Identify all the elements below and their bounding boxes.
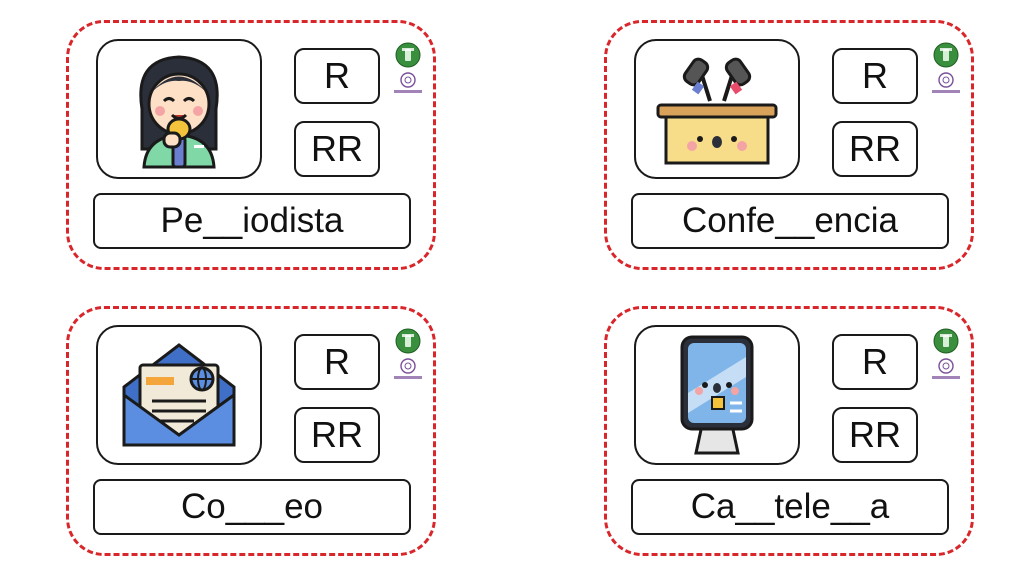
billboard-sign-icon [680,335,754,455]
card-correo: R RR Co___eo [66,306,436,556]
option-rr-button[interactable]: RR [294,407,380,463]
logo-icon [931,328,961,380]
option-rr-button[interactable]: RR [832,121,918,177]
card-cartelera: R RR Ca__tele__a [604,306,974,556]
picture-frame [96,39,262,179]
word-label: Ca__tele__a [631,479,949,535]
logo-icon [393,42,423,94]
card-conferencia: R RR Confe__encia [604,20,974,270]
card-periodista: R RR Pe__iodista [66,20,436,270]
word-label: Confe__encia [631,193,949,249]
option-r-button[interactable]: R [294,48,380,104]
journalist-girl-microphone-icon [139,55,219,169]
option-rr-button[interactable]: RR [294,121,380,177]
word-label: Pe__iodista [93,193,411,249]
option-rr-button[interactable]: RR [832,407,918,463]
logo-icon [393,328,423,380]
option-r-button[interactable]: R [832,334,918,390]
option-r-button[interactable]: R [832,48,918,104]
press-conference-podium-icon [656,57,778,165]
word-label: Co___eo [93,479,411,535]
option-r-button[interactable]: R [294,334,380,390]
picture-frame [634,325,800,465]
email-envelope-letter-icon [122,343,236,447]
logo-icon [931,42,961,94]
picture-frame [634,39,800,179]
picture-frame [96,325,262,465]
